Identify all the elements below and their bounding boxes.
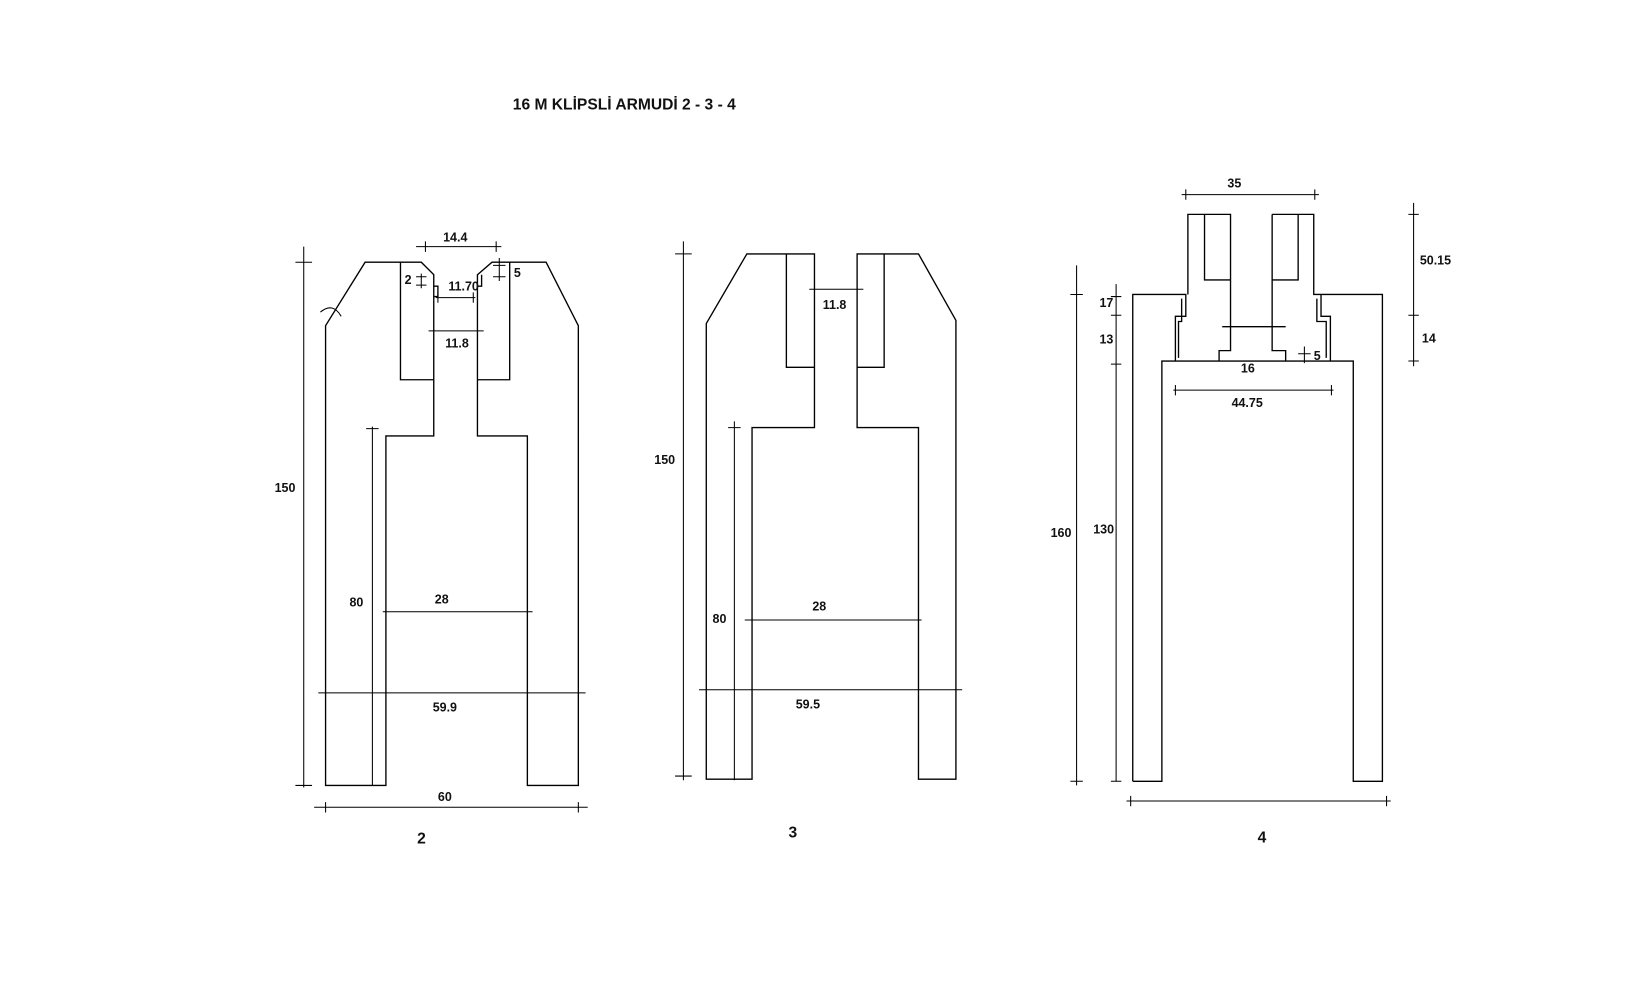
dim-top-height: 50.15 xyxy=(1420,253,1451,267)
dim-notch-gap: 11.70 xyxy=(448,279,479,293)
figure-label: 3 xyxy=(788,824,797,841)
figure-label: 4 xyxy=(1258,830,1267,847)
dim-top-width: 35 xyxy=(1227,176,1241,190)
figure-label: 2 xyxy=(417,831,426,848)
figure-3-fingers xyxy=(785,253,885,368)
dim-inner-width: 28 xyxy=(435,592,449,606)
dim-width-mid: 59.9 xyxy=(433,701,457,715)
figure-4: 35 50.15 14 17 13 160 130 16 5 44.75 4 xyxy=(1051,176,1452,846)
figure-4-outline xyxy=(1132,213,1384,782)
dim-height: 150 xyxy=(654,453,675,467)
figure-3-dimensions xyxy=(675,241,963,781)
dim-neck: 11.8 xyxy=(823,298,847,312)
dim-17: 17 xyxy=(1099,296,1113,310)
dim-mid: 16 xyxy=(1241,361,1255,375)
figure-2-dimensions xyxy=(295,241,588,813)
figure-3: 150 80 28 59.5 11.8 3 xyxy=(654,241,963,841)
figure-2: 150 80 28 59.9 60 14.4 11.70 11.8 2 5 2 xyxy=(275,230,588,848)
dim-step: 5 xyxy=(1314,349,1321,363)
dim-neck: 11.8 xyxy=(445,337,469,351)
dim-13: 13 xyxy=(1099,332,1113,346)
dim-height: 150 xyxy=(275,481,296,495)
figure-4-inner xyxy=(1177,214,1327,358)
dim-inner-height: 130 xyxy=(1093,523,1114,537)
dim-inner-height: 80 xyxy=(713,612,727,626)
dim-inner-width: 44.75 xyxy=(1232,396,1263,410)
dim-step-height: 14 xyxy=(1422,331,1436,345)
dim-width-mid: 59.5 xyxy=(796,697,820,711)
figure-3-outline xyxy=(705,253,957,780)
drawing-title: 16 M KLİPSLİ ARMUDİ 2 - 3 - 4 xyxy=(513,95,736,113)
dim-inner-height: 80 xyxy=(350,596,364,610)
dim-width-bottom: 60 xyxy=(438,790,452,804)
dim-step: 5 xyxy=(514,266,521,280)
dim-notch-height: 2 xyxy=(405,273,412,287)
figure-4-dimensions xyxy=(1070,189,1419,807)
dim-inner-width: 28 xyxy=(812,600,826,614)
figure-2-fingers xyxy=(399,262,511,381)
dim-height: 160 xyxy=(1051,526,1072,540)
dim-top-gap: 14.4 xyxy=(443,230,467,244)
